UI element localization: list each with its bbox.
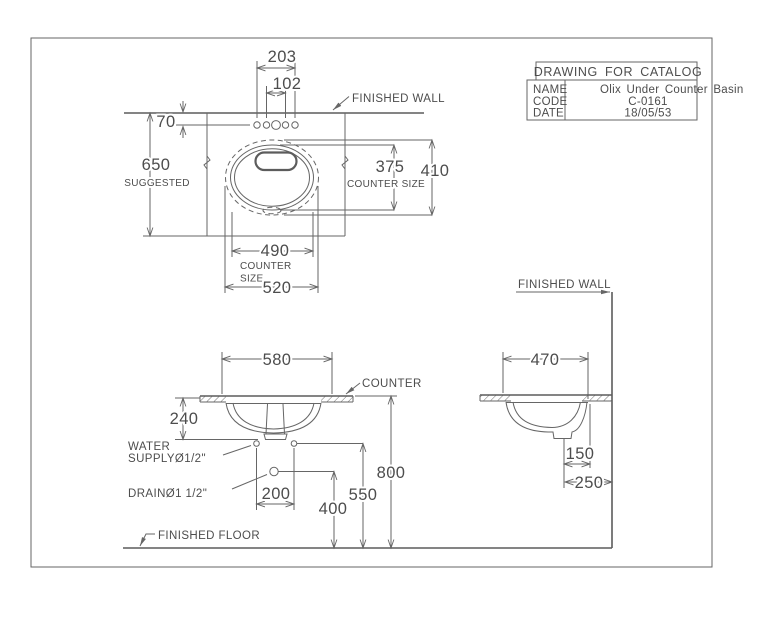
drain-label: DRAINØ1 1/2" bbox=[128, 488, 207, 500]
side-bowl-inner-profile bbox=[512, 401, 581, 429]
dim-text-650: 650 bbox=[142, 156, 171, 174]
dim-text-240: 240 bbox=[170, 410, 199, 428]
dim-text-410: 410 bbox=[421, 162, 450, 180]
front-view: 580 COUNTER 240 WATER SUPPLYØ1/2" DRAINØ… bbox=[123, 349, 612, 548]
water-supply-leader bbox=[222, 445, 252, 456]
dim-text-400: 400 bbox=[319, 500, 348, 518]
dim-text-200: 200 bbox=[262, 485, 291, 503]
finished-floor-label: FINISHED FLOOR bbox=[158, 530, 260, 542]
drain-column-right bbox=[282, 403, 285, 435]
code-label: CODE bbox=[533, 96, 567, 108]
drain-tail bbox=[263, 433, 288, 440]
dim-text-490: 490 bbox=[261, 242, 290, 260]
dim-text-520: 520 bbox=[263, 279, 292, 297]
finished-wall-leader bbox=[332, 96, 350, 111]
plan-view: 203 102 70 650 SUGGESTED FINISHED WALL 3… bbox=[122, 46, 451, 299]
counter-hatch-right bbox=[321, 396, 353, 402]
finished-floor-leader bbox=[139, 533, 155, 547]
dim-text-203: 203 bbox=[268, 48, 297, 66]
drain-column-left bbox=[265, 403, 268, 435]
water-supply-label-line2: SUPPLYØ1/2" bbox=[128, 453, 206, 465]
dim-text-102: 102 bbox=[273, 75, 302, 93]
dim-text-580: 580 bbox=[263, 351, 292, 369]
side-finished-wall-label: FINISHED WALL bbox=[518, 279, 611, 291]
title-block: DRAWING FOR CATALOG NAME Olix Under Coun… bbox=[526, 61, 744, 121]
plan-finished-wall-label: FINISHED WALL bbox=[352, 93, 445, 105]
suggested-label: SUGGESTED bbox=[124, 178, 190, 189]
side-counter-hatch-left bbox=[480, 395, 511, 401]
title-block-body-box bbox=[526, 79, 698, 121]
code-value: C-0161 bbox=[628, 96, 668, 108]
dim-text-375: 375 bbox=[376, 158, 405, 176]
drain-leader bbox=[231, 474, 268, 490]
counter-bottom-label: COUNTER bbox=[240, 261, 292, 272]
dim-text-470: 470 bbox=[531, 351, 560, 369]
faucet-hole-1 bbox=[253, 121, 261, 129]
break-mark-left bbox=[203, 155, 211, 170]
break-mark-right bbox=[341, 155, 349, 170]
overflow-slot bbox=[254, 151, 298, 172]
dim-text-150: 150 bbox=[566, 445, 595, 463]
sheet-border bbox=[30, 37, 713, 568]
water-supply-label-line1: WATER bbox=[128, 441, 170, 453]
date-value: 18/05/53 bbox=[624, 108, 671, 120]
dim-text-250: 250 bbox=[575, 474, 604, 492]
name-label: NAME bbox=[533, 84, 567, 96]
bowl-inner-profile bbox=[232, 402, 315, 430]
side-view: FINISHED WALL 470 150 250 bbox=[479, 279, 612, 548]
basin-rim-hidden-outline bbox=[225, 139, 319, 216]
side-counter-hatch-right bbox=[582, 395, 612, 401]
water-supply-point-right bbox=[290, 440, 298, 447]
water-supply-point-left bbox=[253, 440, 260, 447]
counter-label: COUNTER bbox=[362, 378, 422, 390]
size-bottom-label: SIZE bbox=[240, 274, 263, 285]
basin-cutout-outline bbox=[230, 144, 314, 211]
dim-text-70: 70 bbox=[156, 113, 175, 131]
counter-leader bbox=[345, 382, 361, 395]
side-bowl-outer-profile bbox=[505, 401, 588, 439]
bowl-outer-profile bbox=[225, 402, 322, 434]
title-block-header: DRAWING FOR CATALOG bbox=[534, 65, 703, 79]
counter-size-right-label: COUNTER SIZE bbox=[347, 179, 425, 190]
faucet-hole-5 bbox=[291, 121, 299, 129]
basin-inner-outline bbox=[234, 148, 310, 207]
counter-hatch-left bbox=[200, 396, 226, 402]
dim-text-800: 800 bbox=[377, 464, 406, 482]
faucet-hole-center bbox=[271, 120, 281, 130]
drain-point bbox=[269, 466, 279, 477]
faucet-hole-2 bbox=[262, 121, 271, 129]
name-value: Olix Under Counter Basin bbox=[600, 84, 744, 96]
dim-text-550: 550 bbox=[349, 486, 378, 504]
faucet-hole-4 bbox=[281, 121, 290, 129]
date-label: DATE bbox=[533, 108, 564, 120]
